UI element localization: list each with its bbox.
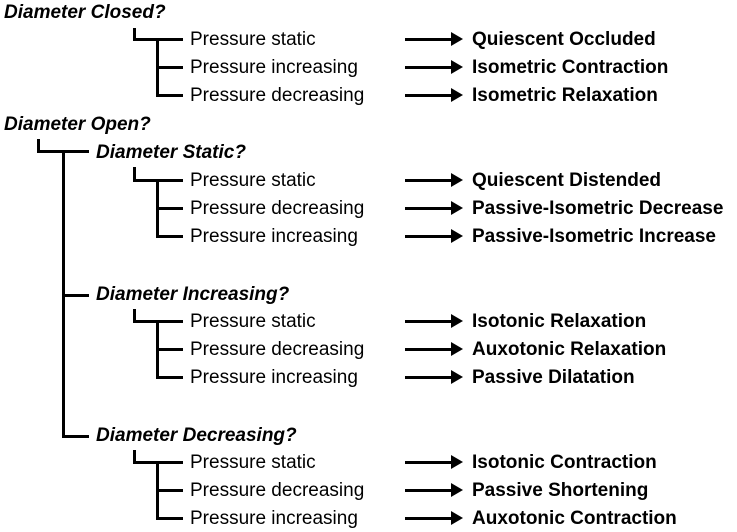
connector-decreasing-stub xyxy=(133,450,136,464)
connector-static-stub xyxy=(133,167,136,181)
condition-label: Pressure static xyxy=(190,170,316,191)
heading-diameter-closed: Diameter Closed? xyxy=(4,2,166,23)
connector-static-bottom xyxy=(156,235,183,238)
condition-label: Pressure static xyxy=(190,311,316,332)
condition-label: Pressure decreasing xyxy=(190,198,365,219)
connector-closed-stub xyxy=(133,28,136,40)
heading-diameter-static: Diameter Static? xyxy=(96,142,246,163)
heading-diameter-open: Diameter Open? xyxy=(4,114,151,135)
result-label: Isometric Relaxation xyxy=(472,85,658,106)
condition-label: Pressure increasing xyxy=(190,226,358,247)
condition-label: Pressure decreasing xyxy=(190,85,365,106)
result-label: Quiescent Distended xyxy=(472,170,661,191)
result-label: Isometric Contraction xyxy=(472,57,669,78)
connector-closed-bottom xyxy=(156,94,183,97)
result-label: Passive-Isometric Decrease xyxy=(472,198,724,219)
condition-label: Pressure increasing xyxy=(190,508,358,529)
connector-open-stub xyxy=(37,139,40,153)
connector-decreasing-mid xyxy=(156,489,183,492)
result-label: Auxotonic Relaxation xyxy=(472,339,667,360)
connector-increasing-bottom xyxy=(156,376,183,379)
result-label: Auxotonic Contraction xyxy=(472,508,677,529)
result-label: Isotonic Contraction xyxy=(472,452,657,473)
connector-closed-mid xyxy=(156,66,183,69)
condition-label: Pressure decreasing xyxy=(190,480,365,501)
connector-decreasing-bottom xyxy=(156,517,183,520)
connector-open-decreasing xyxy=(62,435,89,438)
connector-increasing-stub xyxy=(133,309,136,322)
condition-label: Pressure increasing xyxy=(190,367,358,388)
connector-open-increasing xyxy=(62,294,89,297)
connector-increasing-mid xyxy=(156,348,183,351)
result-label: Passive Dilatation xyxy=(472,367,635,388)
heading-diameter-decreasing: Diameter Decreasing? xyxy=(96,425,297,446)
connector-static-mid xyxy=(156,207,183,210)
result-label: Passive Shortening xyxy=(472,480,649,501)
result-label: Isotonic Relaxation xyxy=(472,311,647,332)
heading-diameter-increasing: Diameter Increasing? xyxy=(96,284,290,305)
condition-label: Pressure static xyxy=(190,29,316,50)
condition-label: Pressure static xyxy=(190,452,316,473)
condition-label: Pressure decreasing xyxy=(190,339,365,360)
result-label: Quiescent Occluded xyxy=(472,29,656,50)
result-label: Passive-Isometric Increase xyxy=(472,226,716,247)
condition-label: Pressure increasing xyxy=(190,57,358,78)
